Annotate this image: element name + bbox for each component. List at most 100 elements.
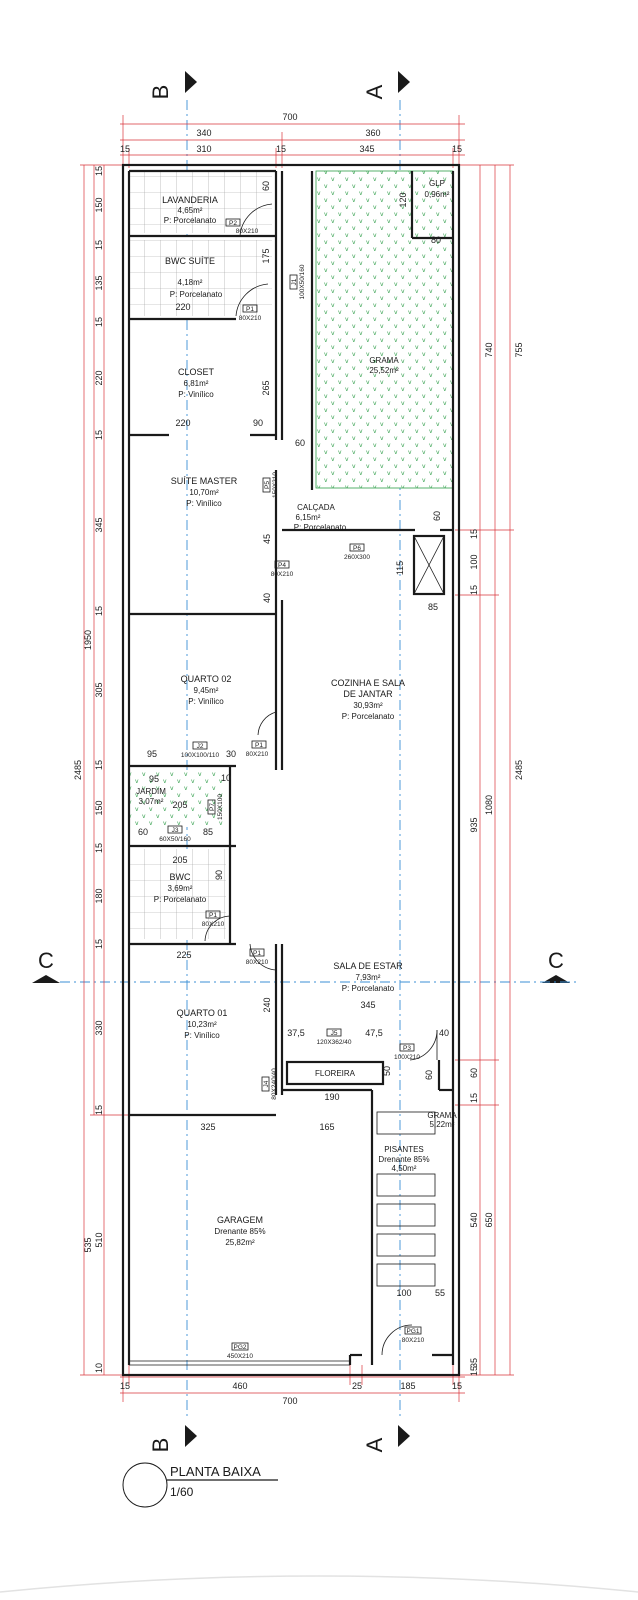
room-pisantes-area: 4,50m² [392,1164,417,1173]
window-j5-tag: J5 [331,1030,338,1037]
dim-left-s9: 15 [94,606,104,616]
room-walkway-name: CALÇADA [297,503,335,512]
dim-left-s16: 330 [94,1020,104,1035]
dim-left-s5: 15 [94,317,104,327]
room-laundry-area: 4,65m² [178,206,203,215]
window-j4-size: 80X240/40 [271,1068,278,1100]
suite-bath-tile [130,240,272,316]
room-quarto01-floor: P: Vinílico [184,1031,220,1040]
inner-dimensions: 60 120 80 175 220 265 220 90 60 60 45 11… [138,181,449,1298]
room-suite-bath-floor: P: Porcelanato [170,290,223,299]
inner-dim-85b: 85 [203,827,213,837]
dim-left-s6: 220 [94,370,104,385]
inner-dim-40b: 40 [439,1028,449,1038]
door-p1a-tag: P1 [246,306,254,313]
inner-dim-475: 47,5 [365,1028,383,1038]
dim-top-w310: 310 [196,144,211,154]
room-glp-area: 0,96m² [425,190,450,199]
door-p4-tag: P4 [278,562,286,569]
dim-left-s7: 15 [94,430,104,440]
section-b-bottom-arrow [185,1425,197,1447]
dim-left-s11: 15 [94,760,104,770]
room-grass2-name: GRAMA [427,1111,457,1120]
inner-dim-10: 10 [221,773,231,783]
inner-dim-60b: 60 [295,438,305,448]
room-suite-bath-name: BWC SUÍTE [165,256,215,266]
room-master-area: 10,70m² [189,488,219,497]
section-c-right-arrow [542,975,570,983]
inner-dim-95b: 95 [149,774,159,784]
room-bath-name: BWC [170,872,191,882]
room-kitchen-area: 30,93m² [353,701,383,710]
inner-dim-220a: 220 [175,302,190,312]
dim-left-mid: 1950 [83,630,93,650]
door-p1c-tag: P1 [209,912,217,919]
door-p2-size: 80X210 [236,228,259,235]
window-j2-tag: J2 [197,743,204,750]
section-b-bottom-label: B [148,1438,173,1453]
dim-left-s4: 135 [94,275,104,290]
door-p6-size: 260X300 [344,554,370,561]
inner-dim-85a: 85 [428,602,438,612]
inner-dim-40a: 40 [262,593,272,603]
outer-wall [121,163,461,1377]
dim-right-c35: 35 [469,1358,479,1368]
door-p5-tag: P5 [264,481,271,489]
room-garage-name: GARAGEM [217,1215,263,1225]
door-pg2-size: 450X210 [227,1353,253,1360]
dim-bottom-w185: 185 [400,1381,415,1391]
inner-dim-205a: 205 [172,800,187,810]
room-master-floor: P: Vinílico [186,499,222,508]
room-laundry-name: LAVANDERIA [162,195,218,205]
dim-left-s18: 510 [94,1232,104,1247]
dim-top-w15a: 15 [120,144,130,154]
dim-right-c15d: 15 [469,1366,479,1376]
room-garage-area: 25,82m² [225,1238,255,1247]
room-living-name: SALA DE ESTAR [333,961,403,971]
window-j2-size: 100X100/110 [181,752,220,759]
floreira-label: FLOREIRA [315,1069,356,1078]
section-a-bottom-label: A [362,1437,387,1452]
dim-right-c100: 100 [469,554,479,569]
title-circle [122,1462,168,1508]
room-grass2-area: 5,22m² [430,1120,455,1129]
section-a-top-label: A [362,84,387,99]
dim-right-c15b: 15 [469,585,479,595]
dim-top-w345: 345 [359,144,374,154]
door-p1d-tag: P1 [253,950,261,957]
dim-left-s15: 15 [94,939,104,949]
dim-bottom-w15a: 15 [120,1381,130,1391]
room-quarto02-floor: P: Vinílico [188,697,224,706]
dim-right-g540: 540 [469,1212,479,1227]
section-b-top-label: B [148,85,173,100]
dim-right-k935: 935 [469,817,479,832]
bath-tile [130,849,226,939]
room-bath-floor: P: Porcelanato [154,895,207,904]
inner-dim-190: 190 [324,1092,339,1102]
room-closet-area: 6,81m² [184,379,209,388]
flower-bed [285,1060,385,1086]
room-closet-floor: P: Vinílico [178,390,214,399]
inner-dim-220b: 220 [175,418,190,428]
door-pg1-tag: PG1 [406,1328,419,1335]
floor-finishes [130,170,454,939]
laundry-tile [130,171,272,233]
dim-top-right: 360 [365,128,380,138]
room-quarto01-area: 10,23m² [187,1020,217,1029]
room-labels: LAVANDERIA 4,65m² P: Porcelanato BWC SUÍ… [136,179,457,1247]
inner-dim-375: 37,5 [287,1028,305,1038]
room-quarto01-name: QUARTO 01 [177,1008,228,1018]
dim-right-c15c: 15 [469,1093,479,1103]
stepping-stones [376,1111,436,1287]
room-glp-name: GLP [429,179,445,188]
window-j5-size: 120X362/40 [316,1039,351,1046]
footer-arc [0,1575,638,1593]
room-bath-area: 3,69m² [168,884,193,893]
section-a-bottom-arrow [398,1425,410,1447]
room-pisantes-drain: Drenante 85% [378,1155,429,1164]
dim-left-s2: 150 [94,197,104,212]
inner-dim-45: 45 [262,534,272,544]
door-p7-tag: P7 [209,803,216,811]
dim-bottom-w15b: 15 [452,1381,462,1391]
